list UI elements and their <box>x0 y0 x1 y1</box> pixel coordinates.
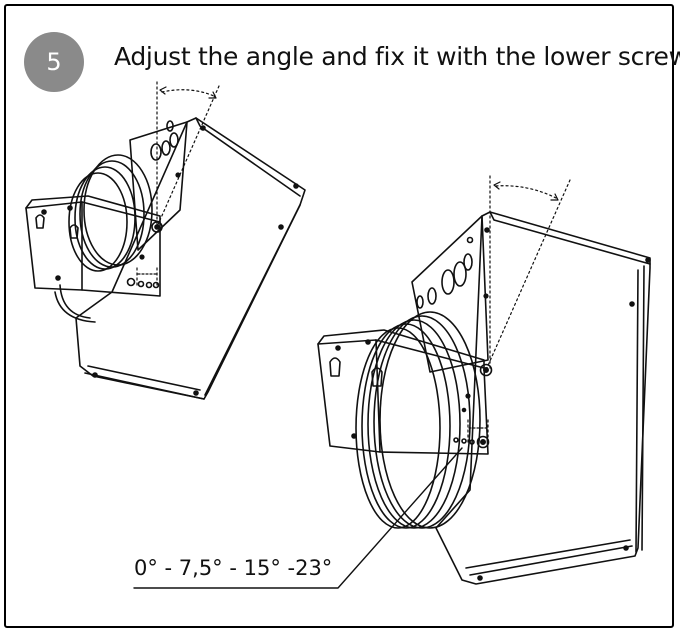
step-title: Adjust the angle and fix it with the low… <box>114 42 680 71</box>
instruction-frame <box>4 4 674 628</box>
bracket-right <box>317 339 381 453</box>
speaker-right <box>317 211 651 585</box>
speaker-left <box>25 117 306 400</box>
bracket-left <box>25 201 83 291</box>
angle-settings-label: 0° - 7,5° - 15° -23° <box>134 556 333 580</box>
angle-leader-line <box>133 447 463 589</box>
step-number-badge: 5 <box>24 32 84 92</box>
speaker-right-cabinet <box>435 211 651 585</box>
speaker-left-cabinet <box>75 117 306 400</box>
